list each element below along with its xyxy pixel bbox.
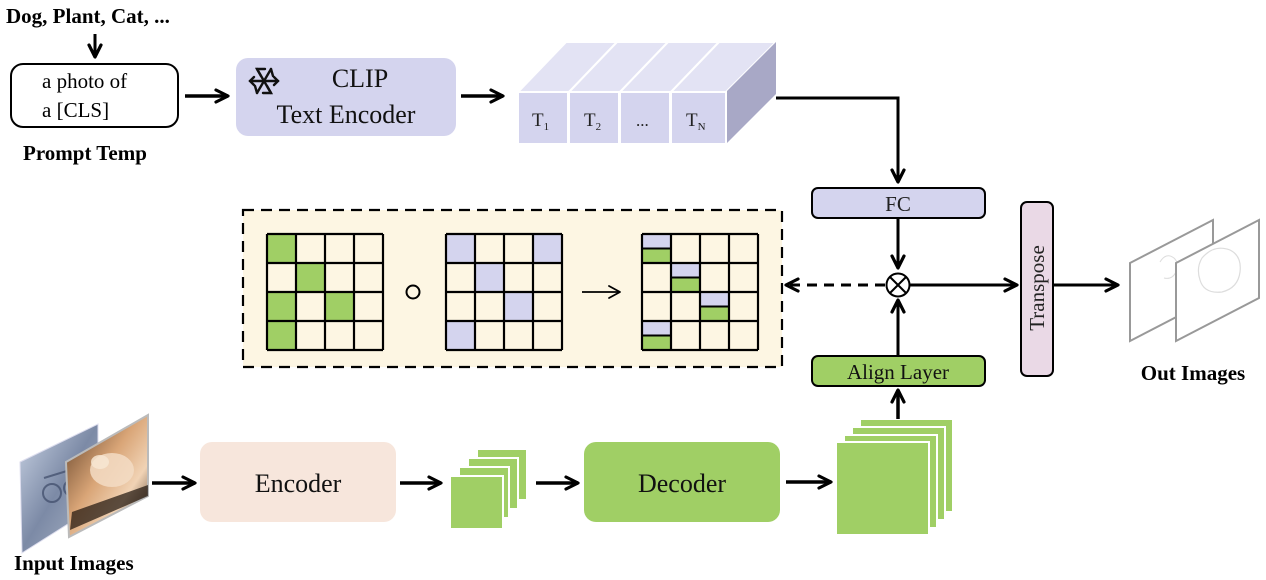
- feature-map-large-1: [835, 441, 930, 536]
- output-mask-front: [1175, 218, 1260, 343]
- matrix-c-cell: [729, 321, 758, 350]
- matrix-a-cell: [325, 234, 354, 263]
- matrix-b: [444, 232, 564, 352]
- matrix-b-cell: [475, 321, 504, 350]
- matrix-c-cell-text-half: [671, 263, 700, 278]
- matrix-panel: [241, 208, 784, 369]
- encoder-label: Encoder: [255, 469, 342, 498]
- matrix-b-cell: [446, 234, 475, 263]
- prompt-template-caption: Prompt Temp: [23, 141, 147, 165]
- clip-label: CLIP: [332, 64, 388, 93]
- matrix-b-cell: [504, 234, 533, 263]
- matrix-a-cell: [354, 234, 383, 263]
- input-images: [19, 413, 149, 554]
- matrix-c-cell: [700, 321, 729, 350]
- matrix-b-cell: [504, 263, 533, 292]
- align-layer-box: [811, 355, 986, 387]
- matrix-b-cell: [504, 292, 533, 321]
- multiply-operator-icon: [885, 272, 911, 298]
- matrix-c: [640, 232, 760, 352]
- token-cell-1: [517, 91, 569, 145]
- matrix-c-cell: [700, 263, 729, 292]
- matrix-a-cell: [354, 263, 383, 292]
- token-label-3: ...: [636, 111, 649, 130]
- matrix-b-cell: [533, 263, 562, 292]
- matrix-a-cell: [325, 321, 354, 350]
- input-image-cat-detail: [70, 453, 148, 530]
- matrix-c-cell-image-half: [671, 277, 700, 292]
- matrix-c-cell-image-half: [642, 335, 671, 350]
- matrix-b-cell: [446, 263, 475, 292]
- input-caption: Input Images: [14, 551, 134, 575]
- encoder-feature-maps: [449, 448, 528, 530]
- matrix-c-cell: [671, 234, 700, 263]
- token-label-2: T2: [584, 110, 601, 133]
- decoder-box: [584, 442, 780, 522]
- matrix-c-cell: [700, 234, 729, 263]
- transpose-label: Transpose: [1025, 245, 1049, 331]
- matrix-c-cell: [729, 292, 758, 321]
- matrix-a-cell: [267, 263, 296, 292]
- matrix-b-cell: [504, 321, 533, 350]
- fc-box: [811, 187, 986, 219]
- prompt-template-box: [10, 63, 179, 128]
- matrix-c-cell-text-half: [700, 292, 729, 307]
- matrix-b-cell: [446, 292, 475, 321]
- prompt-template-line1: a photo of: [42, 69, 127, 93]
- matrix-a-cell: [267, 321, 296, 350]
- transpose-box: [1020, 201, 1054, 377]
- matrix-b-cell: [533, 292, 562, 321]
- matrix-a-cell: [296, 292, 325, 321]
- feature-map-small-1: [449, 475, 504, 530]
- matrix-a-cell: [296, 234, 325, 263]
- token-label-4: TN: [686, 110, 706, 133]
- tokens-to-fc-arrow: [776, 96, 906, 184]
- matrix-c-cell-text-half: [642, 321, 671, 336]
- matrix-b-cell: [533, 234, 562, 263]
- matrix-b-cell: [475, 292, 504, 321]
- output-mask-front-contour: [1197, 247, 1241, 293]
- matrix-c-cell: [729, 263, 758, 292]
- matrix-b-cell: [533, 321, 562, 350]
- matrix-b-cell: [446, 321, 475, 350]
- prompt-template-line2: a [CLS]: [42, 98, 109, 122]
- matrix-a-cell: [296, 263, 325, 292]
- matrix-a-cell: [325, 292, 354, 321]
- matrix-a-cell: [354, 321, 383, 350]
- snowflake-icon: [248, 67, 280, 95]
- output-caption: Out Images: [1141, 361, 1245, 385]
- align-layer-label: Align Layer: [847, 360, 949, 384]
- matrix-c-cell-image-half: [700, 306, 729, 321]
- matrix-c-cell: [671, 292, 700, 321]
- matrix-c-cell: [671, 321, 700, 350]
- decoder-feature-maps: [835, 418, 954, 536]
- matrix-a-cell: [354, 292, 383, 321]
- token-label-1: T1: [532, 110, 549, 133]
- text-embedding-block: T1 T2 ... TN: [515, 41, 779, 145]
- matrix-a-cell: [267, 234, 296, 263]
- hadamard-operator-icon: [405, 284, 421, 300]
- output-images: [1129, 218, 1260, 343]
- matrix-a-cell: [325, 263, 354, 292]
- matrix-c-cell-text-half: [642, 234, 671, 249]
- decoder-label: Decoder: [638, 469, 726, 498]
- encoder-box: [200, 442, 396, 522]
- text-encoder-label: Text Encoder: [277, 100, 416, 129]
- matrix-c-cell: [642, 263, 671, 292]
- matrix-c-cell-image-half: [642, 248, 671, 263]
- matrix-a: [265, 232, 385, 352]
- token-cell-4: [670, 91, 727, 145]
- matrix-c-cell: [642, 292, 671, 321]
- clip-text-encoder-box: [236, 58, 456, 136]
- class-list-label: Dog, Plant, Cat, ...: [6, 4, 170, 28]
- token-side-face: [726, 42, 776, 144]
- matrix-a-cell: [267, 292, 296, 321]
- matrix-c-cell: [729, 234, 758, 263]
- fc-label: FC: [885, 192, 911, 216]
- matrix-b-cell: [475, 263, 504, 292]
- matrix-a-cell: [296, 321, 325, 350]
- matrix-b-cell: [475, 234, 504, 263]
